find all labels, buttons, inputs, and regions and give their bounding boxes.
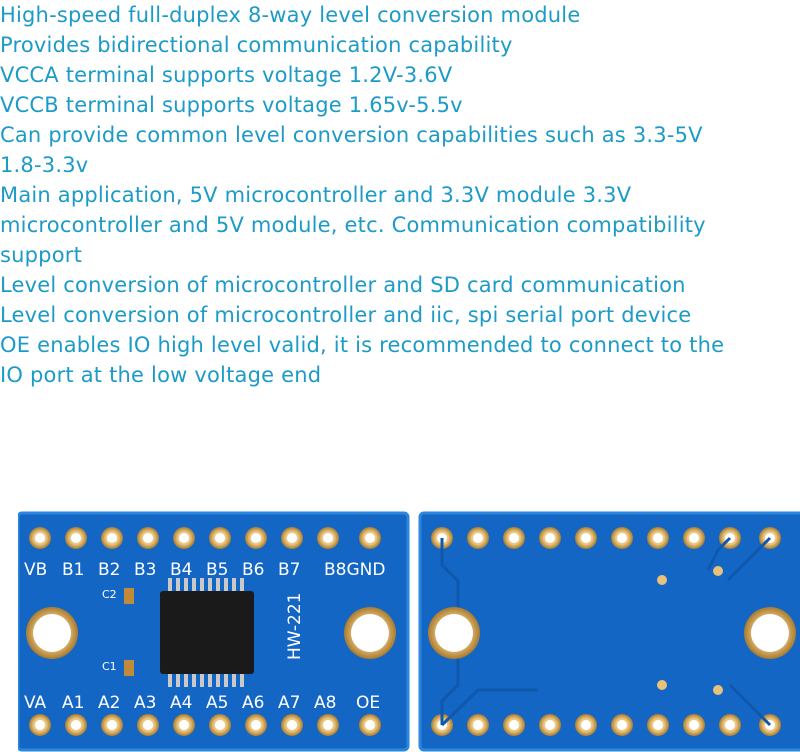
pin-label-a4: A4	[170, 693, 192, 713]
via	[713, 566, 723, 576]
pin-label-a6: A6	[242, 693, 264, 713]
description-line: Main application, 5V microcontroller and…	[0, 183, 632, 207]
ic-chip	[160, 578, 254, 687]
description-line: Level conversion of microcontroller and …	[0, 303, 692, 327]
pin-label-a3: A3	[134, 693, 156, 713]
board-photos: VB B1 B2 B3 B4 B5 B6 B7 B8GND VA A1 A2 A…	[0, 505, 800, 752]
pin-label-a1: A1	[62, 693, 84, 713]
pin-label-a2: A2	[98, 693, 120, 713]
pin-label-b1: B1	[62, 560, 84, 580]
capacitor-c2	[124, 588, 134, 604]
pin-label-a5: A5	[206, 693, 228, 713]
via	[657, 680, 667, 690]
bottom-pin-row	[29, 714, 381, 736]
description-line: VCCB terminal supports voltage 1.65v-5.5…	[0, 93, 463, 117]
pin-label-vb: VB	[24, 560, 47, 580]
description-line: IO port at the low voltage end	[0, 363, 322, 387]
pin-label-a8: A8	[314, 693, 336, 713]
description-line: OE enables IO high level valid, it is re…	[0, 333, 725, 357]
board-back	[418, 511, 800, 752]
description-line: High-speed full-duplex 8-way level conve…	[0, 3, 581, 27]
description-line: Provides bidirectional communication cap…	[0, 33, 513, 57]
cap-label-c1: C1	[102, 660, 117, 673]
pin-label-oe: OE	[356, 693, 380, 713]
pin-label-a7: A7	[278, 693, 300, 713]
model-label: HW-221	[285, 593, 305, 661]
top-pin-row	[29, 527, 381, 549]
pin-label-b7: B7	[278, 560, 300, 580]
description-line: support	[0, 243, 83, 267]
pin-label-b3: B3	[134, 560, 156, 580]
via	[713, 685, 723, 695]
pin-label-va: VA	[24, 693, 47, 713]
pin-label-b4: B4	[170, 560, 192, 580]
description-line: Can provide common level conversion capa…	[0, 123, 703, 147]
pin-label-b2: B2	[98, 560, 120, 580]
description-line: microcontroller and 5V module, etc. Comm…	[0, 213, 706, 237]
capacitor-c1	[124, 660, 134, 676]
via	[657, 575, 667, 585]
description-line: Level conversion of microcontroller and …	[0, 273, 686, 297]
description-line: VCCA terminal supports voltage 1.2V-3.6V	[0, 63, 453, 87]
pin-label-b6: B6	[242, 560, 264, 580]
cap-label-c2: C2	[102, 588, 117, 601]
pin-label-b8gnd: B8GND	[324, 560, 385, 580]
board-front: VB B1 B2 B3 B4 B5 B6 B7 B8GND VA A1 A2 A…	[18, 511, 410, 752]
description-line: 1.8-3.3v	[0, 153, 89, 177]
pin-label-b5: B5	[206, 560, 228, 580]
description-text: High-speed full-duplex 8-way level conve…	[0, 3, 725, 387]
